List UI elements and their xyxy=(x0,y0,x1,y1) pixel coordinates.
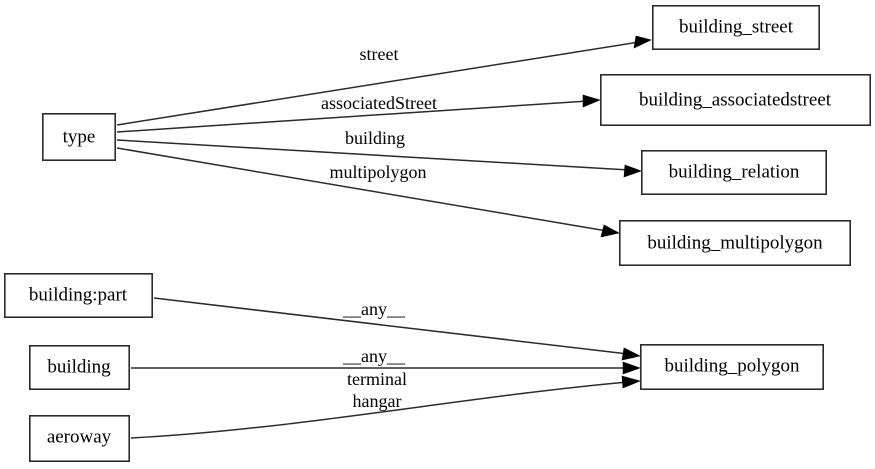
edge-type-associatedstreet xyxy=(116,94,601,133)
edge-label-multipolygon: multipolygon xyxy=(329,162,426,182)
arrowhead xyxy=(621,347,641,361)
edge-buildingpart-any xyxy=(153,297,641,361)
node-box[interactable] xyxy=(618,220,851,267)
edge-line xyxy=(116,41,640,126)
node-building-associatedstreet[interactable]: building_associatedstreet xyxy=(599,74,871,127)
edge-labels-layer: street associatedStreet building multipo… xyxy=(321,44,437,411)
node-label: building_street xyxy=(679,16,794,37)
edge-label-terminal: terminal xyxy=(347,369,407,389)
edge-line xyxy=(116,147,608,232)
node-label: building:part xyxy=(29,284,128,305)
node-box[interactable] xyxy=(28,344,131,390)
arrowhead xyxy=(633,35,652,49)
node-label: building_associatedstreet xyxy=(639,89,832,110)
edge-label-associatedstreet: associatedStreet xyxy=(321,93,437,113)
edge-label-street: street xyxy=(360,44,399,64)
node-building-street[interactable]: building_street xyxy=(651,5,820,51)
node-box[interactable] xyxy=(651,5,820,51)
node-building-relation[interactable]: building_relation xyxy=(640,150,827,196)
node-label: building_relation xyxy=(669,161,800,182)
node-label: building_multipolygon xyxy=(647,232,823,253)
edge-line xyxy=(153,297,629,355)
edge-type-multipolygon xyxy=(116,147,620,238)
edge-label-any-buildingpart: __any__ xyxy=(342,299,406,319)
node-box[interactable] xyxy=(28,414,131,462)
node-building-multipolygon[interactable]: building_multipolygon xyxy=(618,220,851,267)
node-label: aeroway xyxy=(47,426,112,447)
arrowhead xyxy=(623,164,642,178)
arrowhead xyxy=(600,224,620,238)
node-building[interactable]: building xyxy=(28,344,131,390)
node-box[interactable] xyxy=(599,74,871,127)
node-building-polygon[interactable]: building_polygon xyxy=(639,343,824,390)
edge-label-hangar: hangar xyxy=(353,391,402,411)
node-box[interactable] xyxy=(639,343,824,390)
node-building-part[interactable]: building:part xyxy=(4,272,153,318)
edge-type-building xyxy=(116,139,642,178)
node-box[interactable] xyxy=(4,272,153,318)
edge-line xyxy=(130,381,629,439)
edge-aeroway-terminal-hangar xyxy=(130,375,641,439)
node-label: building xyxy=(47,356,111,377)
node-type[interactable]: type xyxy=(41,113,117,162)
edge-line xyxy=(116,100,589,133)
node-aeroway[interactable]: aeroway xyxy=(28,414,131,462)
node-box[interactable] xyxy=(640,150,827,196)
arrowhead xyxy=(622,361,641,375)
edge-building-any xyxy=(131,361,641,375)
node-box[interactable] xyxy=(41,113,117,162)
edge-label-building: building xyxy=(345,128,405,148)
edge-label-any-building: __any__ xyxy=(342,346,406,366)
arrowhead xyxy=(621,375,641,389)
arrowhead xyxy=(582,94,601,108)
edges-layer xyxy=(116,35,652,439)
edge-line xyxy=(116,139,630,171)
edge-type-street xyxy=(116,35,652,126)
nodes-layer: type building_street building_associated… xyxy=(4,5,871,462)
node-label: building_polygon xyxy=(664,355,800,376)
node-label: type xyxy=(63,126,96,147)
